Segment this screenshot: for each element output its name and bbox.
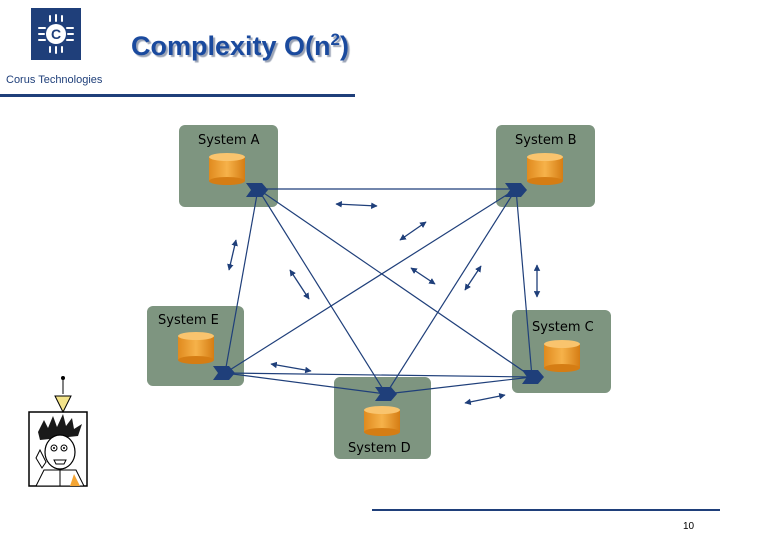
flow-arrow-ac [464, 265, 482, 291]
footer-divider [372, 509, 720, 511]
page-number: 10 [683, 521, 695, 532]
link-d-e [224, 372, 387, 395]
system-c-label: System C [532, 320, 594, 335]
link-b-c [515, 188, 533, 378]
link-c-d [385, 376, 533, 395]
link-a-c [257, 188, 533, 378]
slide-title: Complexity O(n2) [131, 30, 349, 62]
logo-mark-icon: C [38, 14, 74, 54]
database-b-icon [527, 153, 563, 185]
link-a-e [224, 188, 259, 374]
connector-b-icon [505, 183, 527, 197]
link-b-d [385, 188, 517, 395]
connector-e-icon [213, 366, 235, 380]
link-a-d [257, 188, 387, 395]
system-e-label: System E [158, 313, 219, 328]
flow-arrow-cd [464, 392, 506, 406]
flow-arrow-bd [399, 221, 427, 241]
database-d-icon [364, 406, 400, 436]
link-c-e [224, 372, 533, 378]
flow-arrow-ab [335, 201, 378, 209]
database-a-icon [209, 153, 245, 185]
link-b-e [224, 188, 517, 374]
connector-c-icon [522, 370, 544, 384]
connector-d-icon [375, 387, 397, 401]
corus-logo: C [31, 8, 81, 60]
system-d-label: System D [348, 441, 411, 456]
system-b-label: System B [515, 133, 577, 148]
system-a-label: System A [198, 133, 260, 148]
title-end: ) [340, 31, 349, 61]
title-exponent: 2 [330, 30, 340, 49]
title-divider [0, 94, 355, 97]
company-name: Corus Technologies [6, 74, 103, 86]
flow-arrow-ae [227, 239, 238, 271]
flow-arrow-de [270, 361, 312, 374]
svg-text:C: C [51, 26, 61, 42]
flow-arrow-be [410, 267, 436, 285]
flow-arrow-ad [289, 269, 310, 300]
database-c-icon [544, 340, 580, 372]
title-main: Complexity O(n [131, 31, 331, 61]
confused-person-icon [28, 376, 88, 487]
database-e-icon [178, 332, 214, 364]
connector-a-icon [246, 183, 268, 197]
